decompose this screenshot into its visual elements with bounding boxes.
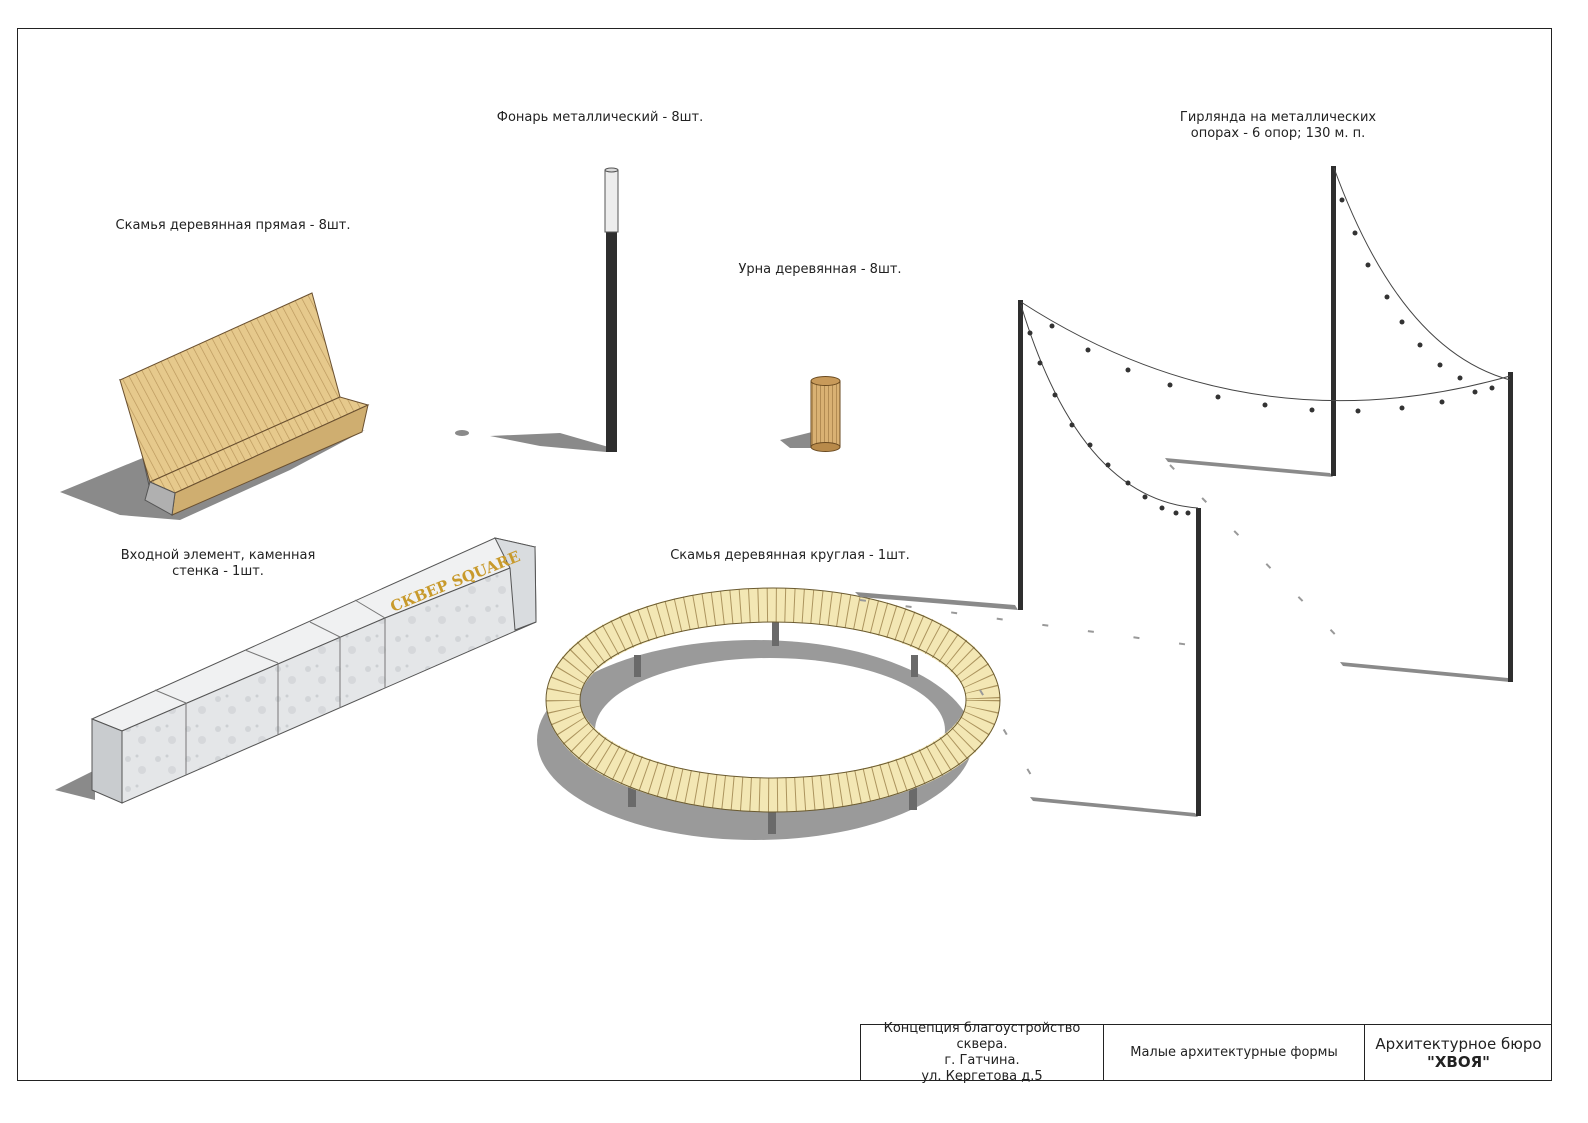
lamp-label: Фонарь металлический - 8шт. xyxy=(496,110,704,125)
lamp-shadow-spot xyxy=(455,430,469,436)
urn-body xyxy=(810,380,841,448)
title-block-project: Концепция благоустройство сквера. г. Гат… xyxy=(860,1021,1103,1084)
round-bench-outer-rim xyxy=(545,587,1001,813)
round-bench-shadow-inner xyxy=(595,658,945,802)
urn-top xyxy=(810,376,841,386)
garland-poles xyxy=(1018,166,1513,816)
round-bench-inner-rim xyxy=(579,621,967,779)
straight-bench-label: Скамья деревянная прямая - 8шт. xyxy=(115,218,351,233)
lamp-top xyxy=(604,167,619,173)
office-name: Архитектурное бюро xyxy=(1375,1034,1542,1053)
garland-label: Гирлянда на металлических опорах - 6 опо… xyxy=(1179,110,1377,141)
entrance-wall-joints xyxy=(154,599,386,775)
title-block-office: Архитектурное бюро "ХВОЯ" xyxy=(1364,1024,1552,1080)
urn-label: Урна деревянная - 8шт. xyxy=(738,262,902,277)
garland-shadows xyxy=(855,458,1510,817)
straight-bench-drawing xyxy=(60,292,370,520)
urn-bottom xyxy=(810,442,841,452)
entrance-wall-end xyxy=(91,718,123,804)
round-bench-legs xyxy=(628,622,918,834)
lamp-head xyxy=(604,169,619,233)
garland-shadow-dashes xyxy=(859,464,1361,791)
entrance-label: Входной элемент, каменная стенка - 1шт. xyxy=(120,548,316,579)
title-block-sheet: Малые архитектурные формы xyxy=(1103,1024,1364,1080)
office-brand: "ХВОЯ" xyxy=(1427,1052,1490,1071)
lamp-pole xyxy=(606,232,617,452)
entrance-wall-front xyxy=(121,545,537,804)
entrance-wall-drawing: СКВЕР SQUARE xyxy=(55,537,537,804)
drawing-frame xyxy=(17,28,1552,1081)
garland-bulbs xyxy=(1027,197,1495,516)
garland-wires xyxy=(1020,167,1511,509)
straight-bench-leg xyxy=(144,481,176,516)
entrance-wall-pillar xyxy=(494,537,537,631)
urn-drawing xyxy=(780,376,841,452)
round-bench-drawing xyxy=(537,587,1001,840)
entrance-wall-shadow xyxy=(55,770,95,800)
lamp-shadow xyxy=(490,433,612,452)
garland-drawing xyxy=(855,166,1513,817)
round-bench-label: Скамья деревянная круглая - 1шт. xyxy=(670,548,910,563)
lamp-drawing xyxy=(455,167,619,452)
round-bench-seat-slats xyxy=(546,588,1000,812)
